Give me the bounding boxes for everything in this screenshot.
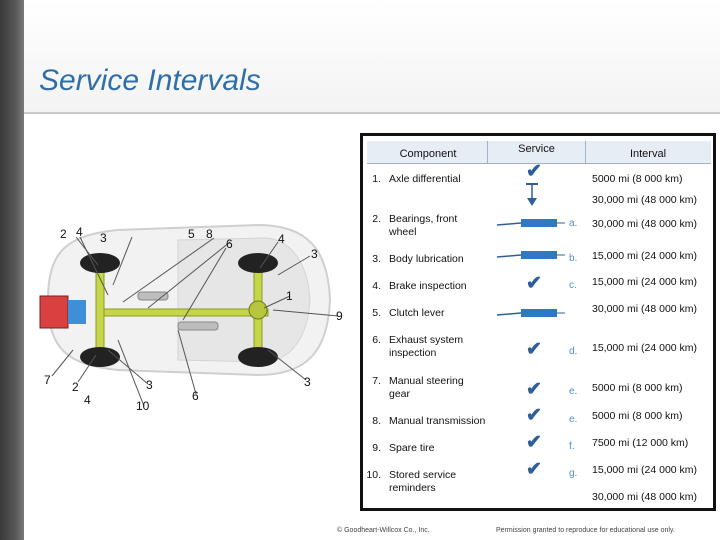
service-letter: d. <box>569 346 578 357</box>
component-name: Stored service reminders <box>389 469 457 494</box>
interval-value: 5000 mi (8 000 km) <box>592 410 683 422</box>
service-interval-table: Component Service Interval 1. Axle diffe… <box>360 133 716 511</box>
interval-value: 30,000 mi (48 000 km) <box>592 303 698 315</box>
service-letter: a. <box>569 218 578 229</box>
row-number: 6. <box>372 334 381 346</box>
callout-12: 4 <box>84 393 91 407</box>
component-name: Brake inspection <box>389 280 467 292</box>
engine-icon <box>39 295 69 329</box>
interval-value: 15,000 mi (24 000 km) <box>592 342 698 354</box>
grease-gun-icon <box>496 309 565 317</box>
component-name: Exhaust system inspection <box>389 334 464 359</box>
check-icon: ✔ <box>526 459 542 480</box>
callout-10: 7 <box>44 373 51 387</box>
component-name: Bearings, front wheel <box>389 213 458 238</box>
service-letter: f. <box>569 441 575 452</box>
grease-fitting-icon <box>526 183 538 206</box>
footer-copyright: © Goodheart-Willcox Co., Inc. <box>337 527 430 534</box>
row-number: 2. <box>372 213 381 225</box>
radiator-icon <box>68 300 86 324</box>
callout-8: 1 <box>286 289 293 303</box>
component-name: Clutch lever <box>389 307 445 319</box>
left-accent-bar <box>0 0 24 540</box>
callout-numbers: 2 4 3 5 8 6 4 3 1 9 7 2 4 3 10 6 3 <box>44 225 343 413</box>
row-number: 5. <box>372 307 381 319</box>
row-number: 7. <box>372 375 381 387</box>
callout-15: 6 <box>192 389 199 403</box>
header-divider <box>487 141 488 163</box>
callout-13: 3 <box>146 378 153 392</box>
interval-value: 15,000 mi (24 000 km) <box>592 464 698 476</box>
wheel-rear-left <box>238 253 278 273</box>
differential <box>248 300 268 320</box>
leader-lines <box>51 236 339 407</box>
callout-6: 4 <box>278 232 285 246</box>
interval-value: 30,000 mi (48 000 km) <box>592 194 698 206</box>
table-header-row <box>367 141 711 164</box>
callout-16: 3 <box>304 375 311 389</box>
front-axle <box>95 259 105 361</box>
car-illustration: 2 4 3 5 8 6 4 3 1 9 7 2 4 3 10 6 3 <box>39 223 343 413</box>
footer-permission: Permission granted to reproduce for educ… <box>496 527 675 534</box>
header-band <box>24 0 720 114</box>
component-name: Axle differential <box>389 173 461 185</box>
muffler <box>177 321 219 331</box>
header-interval: Interval <box>629 148 667 160</box>
header-service: Service <box>518 143 555 155</box>
grease-gun-icon <box>496 219 565 227</box>
service-letter: g. <box>569 468 578 479</box>
row-number: 1. <box>372 173 381 185</box>
callout-0: 2 <box>60 227 67 241</box>
interval-value: 5000 mi (8 000 km) <box>592 173 683 185</box>
row-number: 3. <box>372 253 381 265</box>
component-name: Manual steering gear <box>389 375 464 400</box>
wheel-rear-right <box>238 347 278 367</box>
row-number: 10. <box>366 469 381 481</box>
row-number: 8. <box>372 415 381 427</box>
interval-value: 15,000 mi (24 000 km) <box>592 276 698 288</box>
callout-14: 10 <box>136 399 150 413</box>
check-icon: ✔ <box>526 161 542 182</box>
wheel-front-left <box>80 253 120 273</box>
callout-7: 3 <box>311 247 318 261</box>
car-chassis-diagram: 2 4 3 5 8 6 4 3 1 9 7 2 4 3 10 6 3 <box>28 190 358 420</box>
interval-value: 30,000 mi (48 000 km) <box>592 218 698 230</box>
interval-value: 5000 mi (8 000 km) <box>592 382 683 394</box>
slide-title: Service Intervals <box>39 64 261 97</box>
row-number: 4. <box>372 280 381 292</box>
callout-2: 3 <box>100 231 107 245</box>
grease-gun-icon <box>496 251 565 259</box>
callout-9: 9 <box>336 309 343 323</box>
check-icon: ✔ <box>526 405 542 426</box>
service-letter: b. <box>569 253 578 264</box>
component-name: Spare tire <box>389 442 435 454</box>
check-icon: ✔ <box>526 379 542 400</box>
callout-1: 4 <box>76 225 83 239</box>
callout-4: 8 <box>206 227 213 241</box>
check-icon: ✔ <box>526 339 542 360</box>
header-divider <box>585 141 586 163</box>
service-letter: e. <box>569 386 578 397</box>
row-number: 9. <box>372 442 381 454</box>
service-letter: c. <box>569 280 577 291</box>
component-name: Body lubrication <box>389 253 464 265</box>
interval-value: 15,000 mi (24 000 km) <box>592 250 698 262</box>
check-icon: ✔ <box>526 432 542 453</box>
interval-value: 7500 mi (12 000 km) <box>592 437 689 449</box>
component-name: Manual transmission <box>389 415 486 427</box>
check-icon: ✔ <box>526 273 542 294</box>
header-component: Component <box>399 148 457 160</box>
callout-11: 2 <box>72 380 79 394</box>
service-letter: e. <box>569 414 578 425</box>
callout-3: 5 <box>188 227 195 241</box>
callout-5: 6 <box>226 237 233 251</box>
wheel-front-right <box>80 347 120 367</box>
driveshaft <box>97 308 269 317</box>
interval-value: 30,000 mi (48 000 km) <box>592 491 698 503</box>
